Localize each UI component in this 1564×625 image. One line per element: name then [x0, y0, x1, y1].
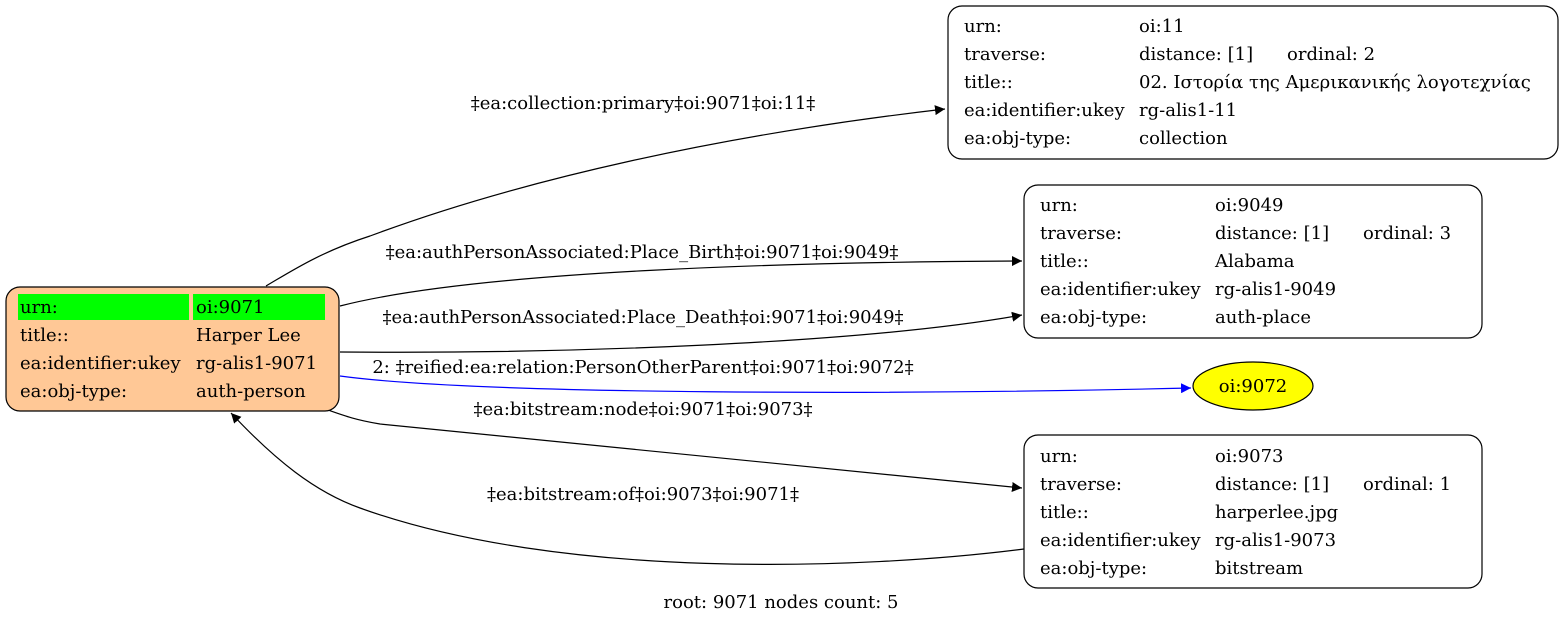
node-root-title-key: title::: [20, 325, 69, 346]
edge-place-death: ‡ea:authPersonAssociated:Place_Death‡oi:…: [339, 307, 1023, 353]
node-root-title-value: Harper Lee: [196, 325, 301, 346]
node-bitstream-ukey-key: ea:identifier:ukey: [1040, 530, 1201, 551]
node-collection-traverse-ordinal: ordinal: 2: [1287, 44, 1375, 65]
node-collection-type-value: collection: [1139, 128, 1228, 149]
edge-place-birth-line: [339, 256, 1023, 307]
edge-place-death-label: ‡ea:authPersonAssociated:Place_Death‡oi:…: [382, 307, 903, 328]
node-place-traverse-key: traverse:: [1040, 223, 1122, 244]
node-bitstream-urn-value: oi:9073: [1215, 446, 1283, 467]
node-bitstream-traverse-key: traverse:: [1040, 474, 1122, 495]
edge-place-birth: ‡ea:authPersonAssociated:Place_Birth‡oi:…: [339, 242, 1023, 307]
node-collection-title-key: title::: [964, 72, 1013, 93]
edge-reified-relation: 2: ‡reified:ea:relation:PersonOtherParen…: [339, 357, 1192, 394]
edge-bitstream-node-label: ‡ea:bitstream:node‡oi:9071‡oi:9073‡: [473, 399, 812, 420]
graph-footer: root: 9071 nodes count: 5: [0, 592, 1564, 613]
node-place-traverse-distance: distance: [1]: [1215, 223, 1329, 244]
node-reified[interactable]: oi:9072: [1192, 361, 1314, 411]
node-bitstream-title-key: title::: [1040, 502, 1089, 523]
edge-bitstream-of-line: [230, 412, 1025, 565]
edge-reified-relation-line: [339, 375, 1192, 394]
node-place-title-key: title::: [1040, 251, 1089, 272]
node-bitstream-ukey-value: rg-alis1-9073: [1215, 530, 1336, 551]
node-place-ukey-value: rg-alis1-9049: [1215, 279, 1336, 300]
node-collection-type-key: ea:obj-type:: [964, 128, 1071, 149]
edge-collection-primary: ‡ea:collection:primary‡oi:9071‡oi:11‡: [265, 93, 946, 287]
node-root-ukey-key: ea:identifier:ukey: [20, 353, 181, 374]
edge-bitstream-of-label: ‡ea:bitstream:of‡oi:9073‡oi:9071‡: [487, 484, 799, 505]
node-collection-urn-value: oi:11: [1139, 16, 1185, 37]
node-place[interactable]: urn: oi:9049 traverse: distance: [1] ord…: [1023, 184, 1483, 339]
node-root-urn-key: urn:: [20, 297, 58, 318]
edge-bitstream-node: ‡ea:bitstream:node‡oi:9071‡oi:9073‡: [327, 399, 1023, 492]
edge-collection-primary-label: ‡ea:collection:primary‡oi:9071‡oi:11‡: [471, 93, 816, 114]
node-place-type-key: ea:obj-type:: [1040, 307, 1147, 328]
node-place-ukey-key: ea:identifier:ukey: [1040, 279, 1201, 300]
node-reified-label: oi:9072: [1219, 376, 1287, 397]
edge-place-birth-label: ‡ea:authPersonAssociated:Place_Birth‡oi:…: [386, 242, 899, 263]
node-collection-traverse-key: traverse:: [964, 44, 1046, 65]
node-collection-urn-key: urn:: [964, 16, 1002, 37]
edge-collection-primary-line: [265, 105, 946, 287]
node-bitstream[interactable]: urn: oi:9073 traverse: distance: [1] ord…: [1023, 434, 1483, 589]
node-place-traverse-ordinal: ordinal: 3: [1363, 223, 1451, 244]
edge-reified-relation-label: 2: ‡reified:ea:relation:PersonOtherParen…: [372, 357, 913, 378]
node-place-urn-value: oi:9049: [1215, 195, 1283, 216]
node-place-type-value: auth-place: [1215, 307, 1311, 328]
node-bitstream-type-value: bitstream: [1215, 558, 1303, 579]
edge-place-death-line: [339, 311, 1023, 353]
edge-bitstream-node-line: [327, 409, 1023, 492]
node-bitstream-title-value: harperlee.jpg: [1215, 502, 1338, 523]
node-place-title-value: Alabama: [1214, 251, 1295, 272]
node-bitstream-traverse-distance: distance: [1]: [1215, 474, 1329, 495]
node-collection-ukey-key: ea:identifier:ukey: [964, 100, 1125, 121]
node-collection-traverse-distance: distance: [1]: [1139, 44, 1253, 65]
node-bitstream-type-key: ea:obj-type:: [1040, 558, 1147, 579]
node-place-urn-key: urn:: [1040, 195, 1078, 216]
node-root-urn-value-highlight: [193, 294, 325, 320]
node-collection-title-value: 02. Ιστορία της Αμερικανικής λογοτεχνίας: [1139, 72, 1531, 93]
graph-footer-text: root: 9071 nodes count: 5: [663, 592, 899, 613]
node-bitstream-traverse-ordinal: ordinal: 1: [1363, 474, 1451, 495]
node-root-type-value: auth-person: [196, 381, 306, 402]
node-collection-box: [947, 5, 1559, 160]
node-root-ukey-value: rg-alis1-9071: [196, 353, 317, 374]
edge-bitstream-of: ‡ea:bitstream:of‡oi:9073‡oi:9071‡: [230, 412, 1025, 565]
node-root-urn-key-highlight: [18, 294, 189, 320]
node-collection-ukey-value: rg-alis1-11: [1139, 100, 1237, 121]
node-root[interactable]: urn: oi:9071 title:: Harper Lee ea:ident…: [5, 286, 340, 412]
node-reified-ellipse: [1192, 361, 1314, 411]
node-root-type-key: ea:obj-type:: [20, 381, 127, 402]
node-root-urn-value: oi:9071: [196, 297, 264, 318]
node-bitstream-urn-key: urn:: [1040, 446, 1078, 467]
node-collection[interactable]: urn: oi:11 traverse: distance: [1] ordin…: [947, 5, 1559, 160]
node-bitstream-box: [1023, 434, 1483, 589]
node-place-box: [1023, 184, 1483, 339]
